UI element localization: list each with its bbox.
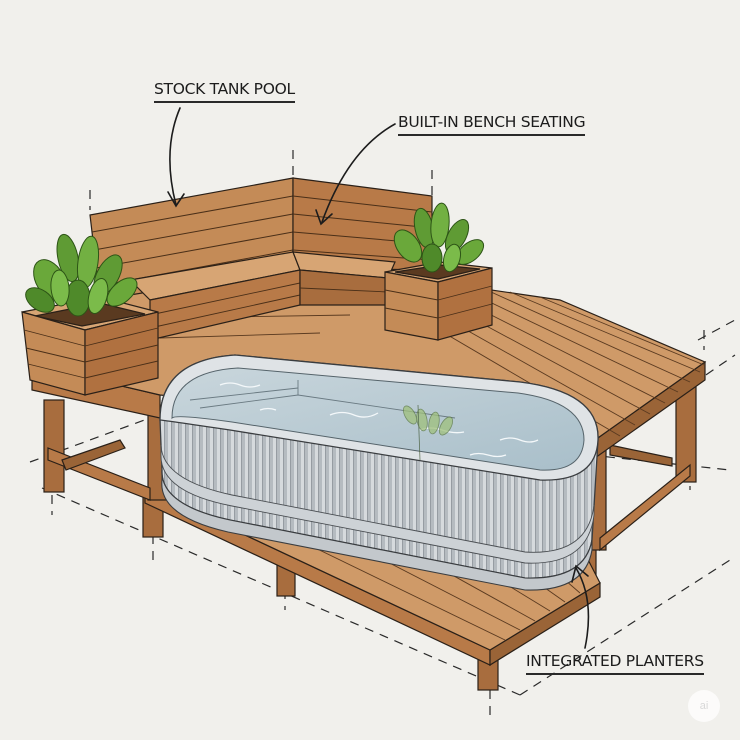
callout-stock-tank-pool: STOCK TANK POOL [154,80,295,103]
plant-reflection [402,404,454,461]
callout-integrated-planters: INTEGRATED PLANTERS [526,652,704,675]
arrow-integrated-planters [575,567,590,649]
arrow-bench-seating [321,123,396,223]
watermark-badge: ai [688,690,720,722]
callout-built-in-bench-seating: BUILT-IN BENCH SEATING [398,113,586,136]
planter-left [21,296,159,396]
plant-right [393,202,485,273]
stock-tank-pool [159,354,599,591]
plant-left [25,233,138,317]
arrow-stock-tank-pool [169,107,181,206]
planter-right [384,261,493,341]
callout-arrows [167,107,590,649]
